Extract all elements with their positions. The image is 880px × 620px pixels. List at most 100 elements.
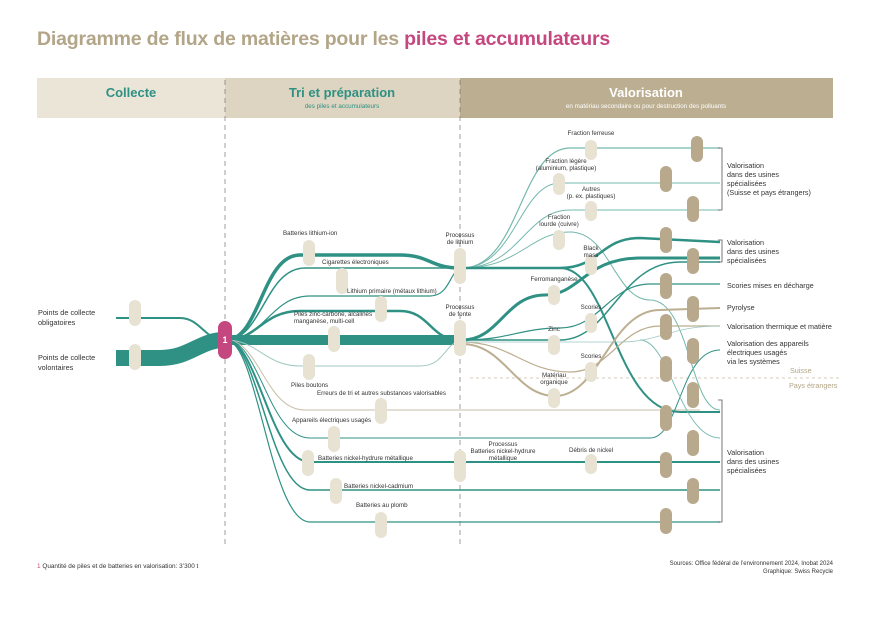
node-lithium-ion (303, 240, 315, 266)
label-pays-etrangers: Pays étrangers (789, 381, 838, 390)
node-cigarettes (336, 268, 348, 294)
column-headers: Collecte Tri et préparation des piles et… (37, 78, 833, 118)
flow-autres (461, 209, 720, 269)
label-cigarettes: Cigarettes électroniques (322, 259, 389, 266)
flow-volontaires (116, 332, 225, 366)
label-zinc-carbone-1: Piles zinc-carbone, alcalines (294, 311, 372, 318)
label-ferromanganese: Ferromanganèse (530, 276, 578, 283)
node-nicd (330, 478, 342, 504)
flow-scories2 (461, 325, 720, 373)
nodes-light (129, 140, 597, 538)
flow-fonte-bottom (639, 339, 721, 439)
label-debris-nickel: Débris de nickel (569, 447, 613, 454)
header-tri: Tri et préparation (289, 85, 395, 100)
label-usines-mid-1: Valorisation (727, 238, 764, 247)
credits: Sources: Office fédéral de l’environneme… (670, 561, 833, 577)
outcome-brackets (718, 147, 723, 523)
label-scories1: Scories (581, 304, 602, 311)
label-legere-2: (aluminium, plastique) (536, 165, 597, 172)
badge-number: 1 (222, 335, 227, 345)
flows (116, 147, 721, 523)
label-zinc: Zinc (548, 326, 560, 333)
label-autres-1: Autres (582, 186, 600, 193)
label-organique-1: Matériau (542, 372, 567, 379)
label-black-mass-2: mass (584, 252, 599, 259)
node-process-lithium (454, 248, 466, 284)
node-out-10 (660, 356, 672, 382)
node-appareils (328, 426, 340, 452)
label-pyrolyse: Pyrolyse (727, 303, 755, 312)
header-tri-sub: des piles et accumulateurs (305, 103, 380, 110)
label-usines-top-3: spécialisées (727, 179, 767, 188)
flow-nicd (225, 339, 720, 491)
credits-sources: Sources: Office fédéral de l’environneme… (669, 561, 833, 567)
node-out-8 (660, 314, 672, 340)
node-out-16 (660, 508, 672, 534)
label-process-lithium-1: Processus (446, 232, 475, 239)
flow-ferreuse (461, 147, 720, 269)
node-debris-nickel (585, 454, 597, 474)
header-tri-bg (225, 78, 460, 118)
label-organique-2: organique (540, 379, 568, 386)
node-autres (585, 201, 597, 221)
label-process-nimh-1: Processus (489, 441, 518, 448)
process-labels: Processus de lithium Processus de fonte … (446, 232, 537, 462)
label-lithium-primaire: Lithium primaire (métaux lithium) (347, 288, 437, 295)
flow-plomb (225, 339, 720, 523)
node-ferromanganese (548, 285, 560, 305)
node-out-3 (687, 196, 699, 222)
label-autres-2: (p. ex. plastiques) (567, 193, 616, 200)
label-process-nimh-2: Batteries nickel-hydrure (471, 448, 537, 455)
header-valorisation-sub: en matériau secondaire ou pour destructi… (566, 103, 726, 110)
flow-cigarettes (225, 267, 460, 341)
label-process-lithium-2: de lithium (447, 239, 473, 246)
label-zinc-carbone-2: manganèse, multi-cell (294, 318, 354, 325)
footnote-text: Quantité de piles et de batteries en val… (42, 563, 199, 570)
node-ferreuse (585, 140, 597, 160)
node-out-11 (687, 382, 699, 408)
label-volontaires-1: Points de collecte (38, 353, 95, 362)
node-piles-boutons (303, 354, 315, 380)
label-process-fonte-2: de fonte (449, 311, 472, 318)
label-black-mass-1: Black (583, 245, 599, 252)
header-valorisation-bg (460, 78, 833, 118)
label-appareils: Appareils électriques usagés (292, 417, 371, 424)
nodes-dark (660, 136, 703, 534)
node-out-15 (687, 478, 699, 504)
title-part1: Diagramme de flux de matières pour les (37, 28, 399, 50)
label-nimh: Batteries nickel-hydrure métallique (318, 455, 413, 462)
node-erreurs (375, 398, 387, 424)
node-scories1 (585, 313, 597, 333)
node-out-6 (660, 273, 672, 299)
label-obligatoires-2: obligatoires (38, 318, 76, 327)
outcome-labels: Valorisation dans des usines spécialisée… (727, 161, 838, 475)
fraction-labels: Fraction ferreuse Fraction légère (alumi… (530, 130, 615, 454)
label-usines-bottom-3: spécialisées (727, 466, 767, 475)
flow-ferromanganese (461, 256, 720, 342)
node-out-7 (687, 296, 699, 322)
bracket-mid (718, 239, 723, 263)
flow-appareils (225, 339, 721, 439)
label-volontaires-2: volontaires (38, 363, 74, 372)
label-usines-top-1: Valorisation (727, 161, 764, 170)
node-legere (553, 173, 565, 195)
label-lourde-1: Fraction (548, 214, 571, 221)
label-erreurs: Erreurs de tri et autres substances valo… (317, 390, 446, 397)
label-usines-top-4: (Suisse et pays étrangers) (727, 188, 811, 197)
node-lithium-primaire (375, 296, 387, 322)
footnote-number: 1 (37, 563, 41, 570)
bracket-top (718, 147, 723, 211)
flow-nimh (225, 339, 720, 463)
node-process-nimh (454, 450, 466, 482)
label-nicd: Batteries nickel-cadmium (344, 483, 413, 490)
label-obligatoires-1: Points de collecte (38, 308, 95, 317)
footnote: 1 Quantité de piles et de batteries en v… (37, 563, 198, 570)
label-usines-top-2: dans des usines (727, 170, 779, 179)
node-zinc (548, 335, 560, 355)
label-usines-mid-2: dans des usines (727, 247, 779, 256)
label-suisse: Suisse (790, 366, 812, 375)
label-lithium-ion: Batteries lithium-ion (283, 230, 338, 237)
label-lourde-2: lourde (cuivre) (539, 221, 579, 228)
label-process-fonte-1: Processus (446, 304, 475, 311)
node-out-14 (660, 452, 672, 478)
